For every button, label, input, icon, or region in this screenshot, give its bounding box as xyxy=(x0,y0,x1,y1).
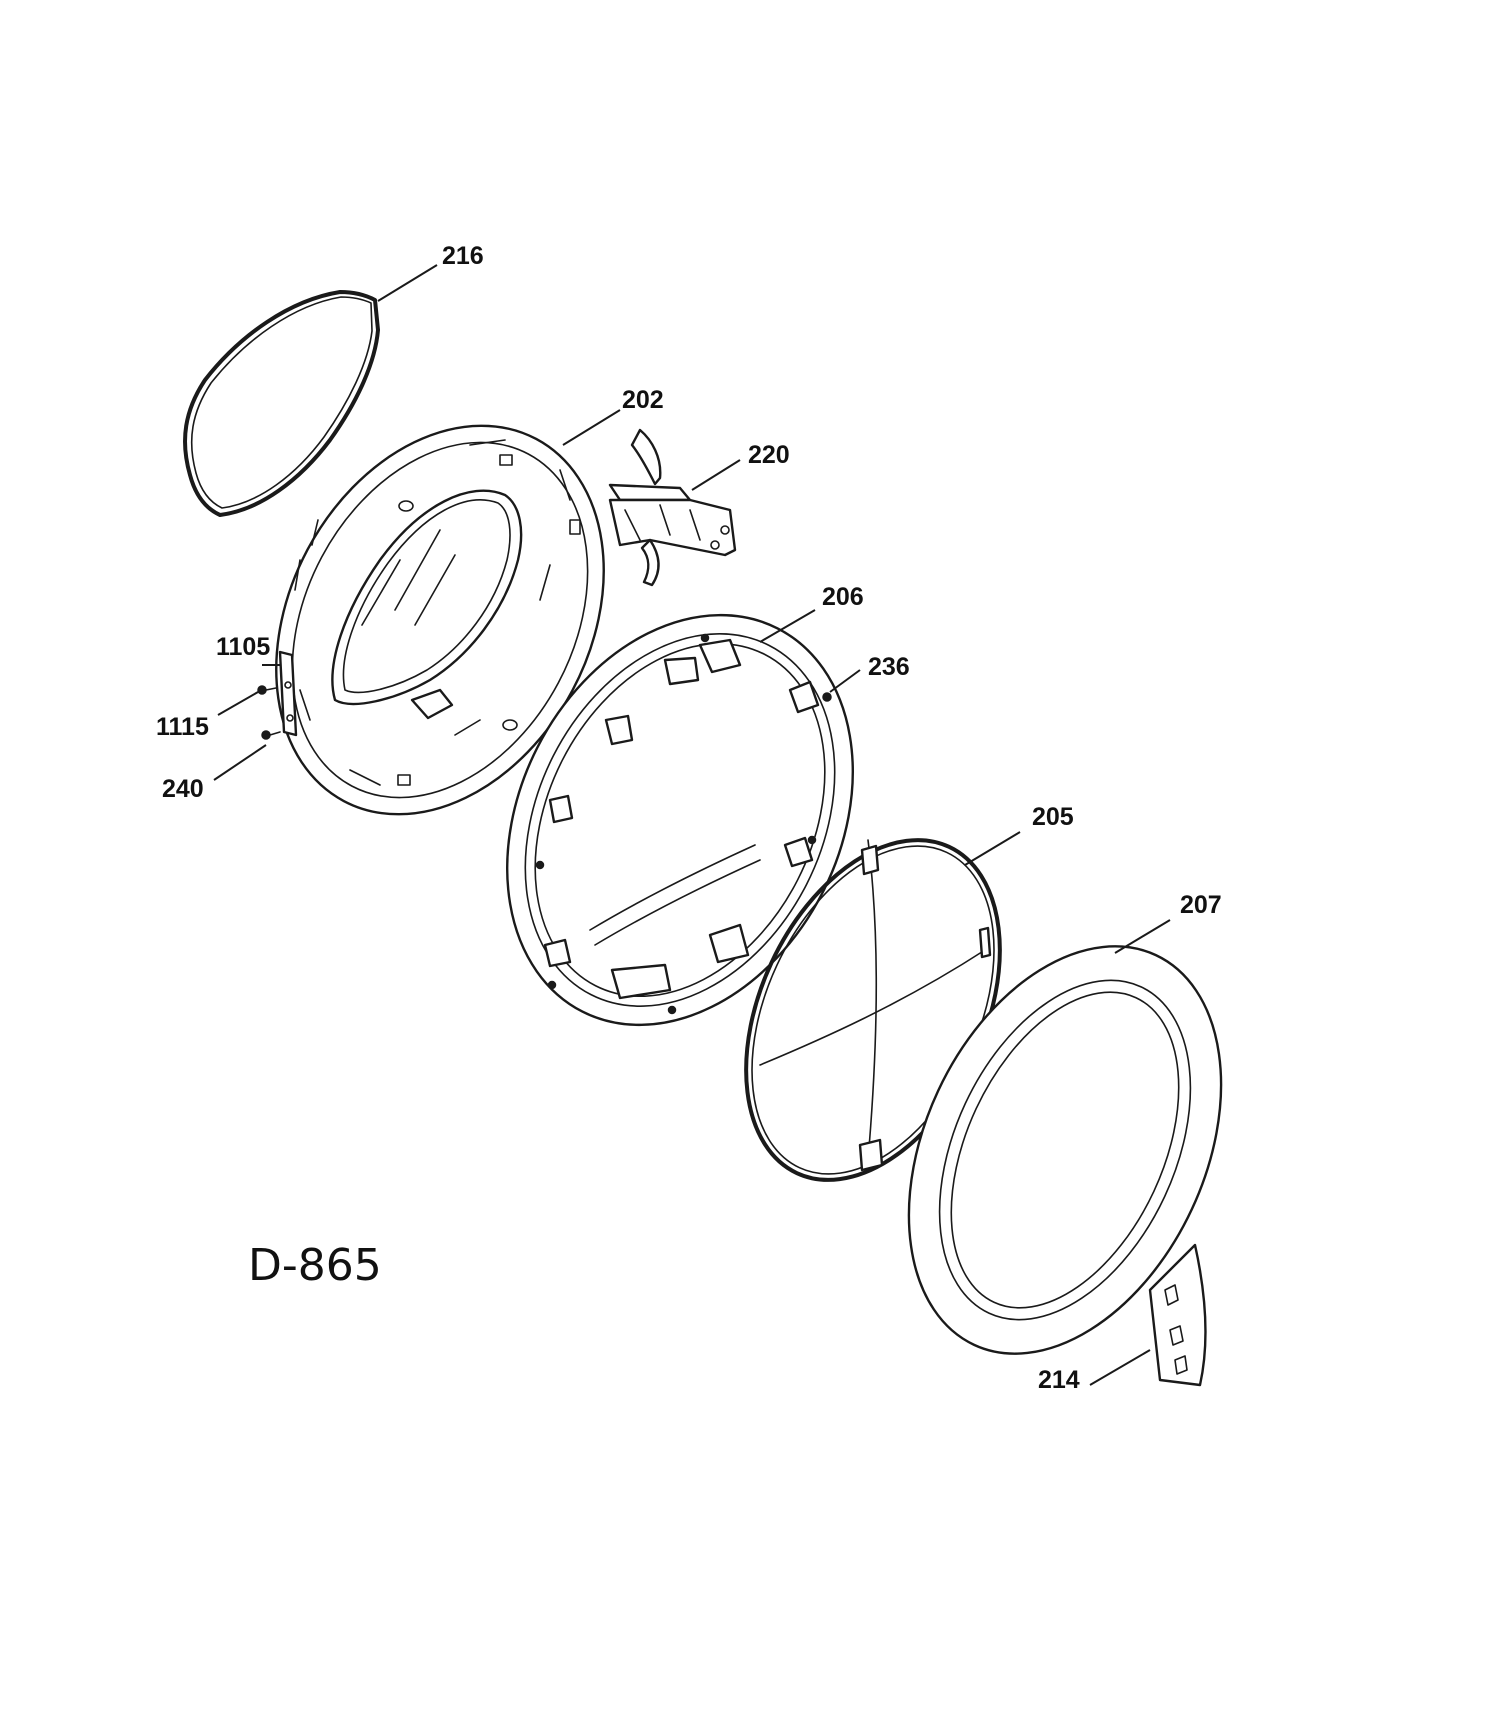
callout-202: 202 xyxy=(622,386,664,414)
leader-lines xyxy=(213,264,1171,1386)
leader-1115 xyxy=(217,691,259,716)
part-236-screw xyxy=(822,692,832,702)
part-206-door-frame xyxy=(506,613,854,1027)
part-240-screw xyxy=(261,730,281,740)
part-207-outer-ring xyxy=(907,945,1223,1355)
callout-240: 240 xyxy=(162,775,204,803)
part-220-hinge xyxy=(608,428,737,587)
part-1115-screw xyxy=(257,685,277,695)
callout-207: 207 xyxy=(1180,891,1222,919)
leader-240 xyxy=(213,744,267,781)
leader-236 xyxy=(829,669,861,693)
leader-214 xyxy=(1089,1349,1151,1386)
part-214-handle xyxy=(1148,1243,1207,1387)
leader-207 xyxy=(1114,919,1171,954)
leader-206 xyxy=(759,609,816,643)
leader-202 xyxy=(562,409,621,446)
diagram-code: D-865 xyxy=(248,1240,382,1291)
part-1105-latch-plate xyxy=(278,650,298,737)
callout-1115: 1115 xyxy=(156,713,209,741)
callout-1105: 1105 xyxy=(216,633,270,661)
leader-205 xyxy=(964,831,1021,866)
callout-216: 216 xyxy=(442,242,484,270)
callout-205: 205 xyxy=(1032,803,1074,831)
callout-206: 206 xyxy=(822,583,864,611)
callout-214: 214 xyxy=(1038,1366,1080,1394)
part-202-inner-door xyxy=(275,424,605,816)
leader-216 xyxy=(377,264,438,302)
callout-236: 236 xyxy=(868,653,910,681)
leader-220 xyxy=(691,459,741,491)
part-216-door-gasket xyxy=(183,290,380,517)
callout-220: 220 xyxy=(748,441,790,469)
